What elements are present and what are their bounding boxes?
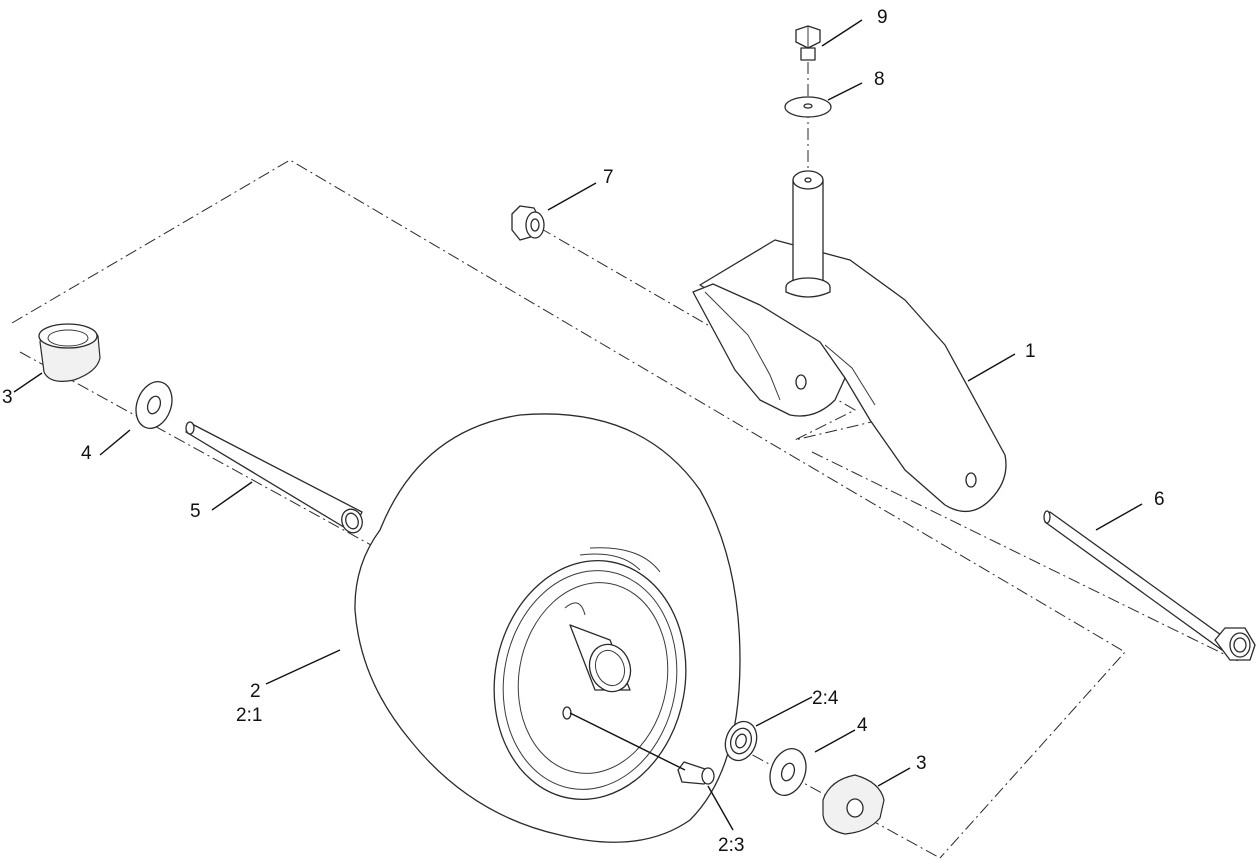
cap-screw-top bbox=[795, 25, 821, 61]
callout-5: 5 bbox=[190, 501, 201, 522]
callout-6: 6 bbox=[1154, 489, 1165, 510]
washer-right bbox=[769, 748, 807, 796]
leader-lines bbox=[13, 19, 1143, 831]
caster-fork bbox=[692, 170, 1007, 512]
spacer-right bbox=[822, 774, 885, 835]
callout-2-4: 2:4 bbox=[812, 688, 839, 709]
callout-7: 7 bbox=[603, 167, 614, 188]
long-bolt bbox=[1043, 510, 1256, 661]
callout-4-right: 4 bbox=[857, 715, 868, 736]
washer-left bbox=[135, 381, 173, 429]
lock-nut bbox=[511, 205, 545, 241]
callout-labels: 9 8 7 1 6 3 4 5 2 2:1 2:4 4 3 2:3 bbox=[2, 7, 1165, 856]
callout-8: 8 bbox=[874, 69, 885, 90]
callout-4-left: 4 bbox=[81, 443, 92, 464]
axle-tube bbox=[185, 421, 363, 534]
washer-top bbox=[784, 96, 832, 118]
wheel-bearing bbox=[724, 720, 758, 762]
callout-9: 9 bbox=[877, 7, 888, 28]
callout-3-right: 3 bbox=[916, 753, 927, 774]
callout-2-3: 2:3 bbox=[718, 835, 744, 856]
spacer-left bbox=[38, 323, 101, 382]
callout-2-1: 2:1 bbox=[236, 705, 262, 726]
callout-1: 1 bbox=[1025, 341, 1036, 362]
callout-2: 2 bbox=[250, 681, 261, 702]
grease-fitting bbox=[677, 761, 715, 785]
wheel-assembly bbox=[354, 413, 741, 843]
callout-3-left: 3 bbox=[2, 387, 13, 408]
